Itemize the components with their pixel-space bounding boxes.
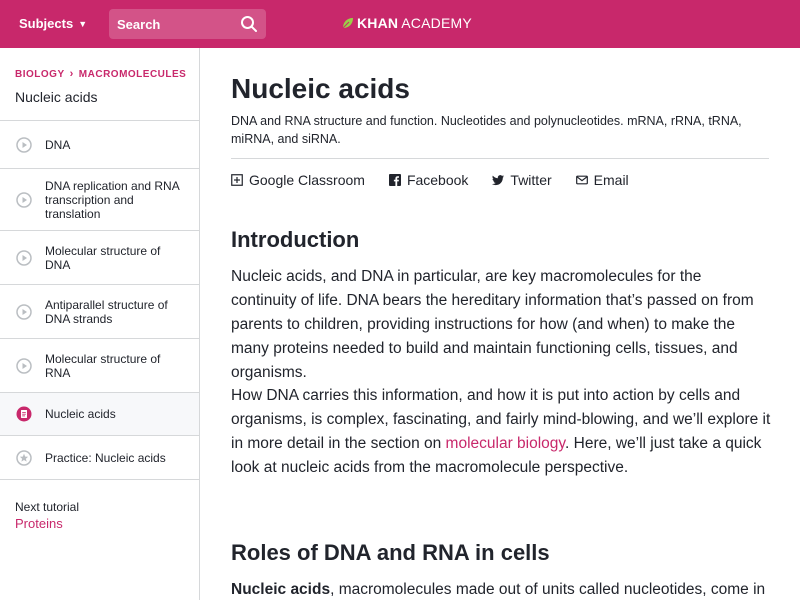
sidebar-item-practice[interactable]: Practice: Nucleic acids [0, 436, 199, 480]
intro-p2-text-before: How DNA carries this information, and ho… [231, 387, 771, 452]
breadcrumb: BIOLOGY › MACROMOLECULES [15, 68, 186, 80]
chevron-down-icon: ▼ [78, 19, 88, 29]
sidebar-item-dna-replication[interactable]: DNA replication and RNA transcription an… [0, 169, 199, 231]
sidebar-item-label: Antiparallel structure of DNA strands [45, 297, 168, 326]
google-classroom-icon [231, 174, 243, 186]
sidebar-item-label: Molecular structure of RNA [45, 351, 161, 380]
share-twitter-button[interactable]: Twitter [492, 172, 552, 188]
search-icon[interactable] [240, 15, 258, 33]
sidebar-item-label: DNA replication and RNA transcription an… [45, 178, 180, 221]
intro-paragraph-2: How DNA carries this information, and ho… [231, 384, 771, 480]
share-google-classroom-button[interactable]: Google Classroom [231, 172, 365, 188]
twitter-icon [492, 175, 505, 186]
chevron-right-icon: › [69, 68, 74, 80]
subjects-label: Subjects [19, 16, 74, 31]
star-icon [16, 449, 32, 466]
logo-academy-text: ACADEMY [401, 15, 472, 31]
share-label: Twitter [510, 172, 552, 188]
sidebar-item-label: Molecular structure of DNA [45, 243, 161, 272]
sidebar-item-nucleic-acids[interactable]: Nucleic acids [0, 393, 199, 436]
video-icon [16, 191, 32, 208]
breadcrumb-macromolecules[interactable]: MACROMOLECULES [78, 68, 187, 80]
sidebar-item-label: Practice: Nucleic acids [45, 450, 166, 465]
sidebar-item-molecular-structure-rna[interactable]: Molecular structure of RNA [0, 339, 199, 393]
next-tutorial-link[interactable]: Proteins [15, 516, 63, 531]
breadcrumb-biology[interactable]: BIOLOGY [15, 68, 65, 80]
share-label: Google Classroom [249, 172, 365, 188]
video-icon [16, 136, 32, 153]
introduction-heading: Introduction [231, 227, 360, 252]
sidebar-item-antiparallel-structure[interactable]: Antiparallel structure of DNA strands [0, 285, 199, 339]
roles-text: , macromolecules made out of units calle… [330, 581, 766, 598]
roles-heading: Roles of DNA and RNA in cells [231, 540, 550, 565]
intro-p2-text-after: . Here, we’ll just take a quick look at … [231, 435, 762, 476]
next-tutorial-label: Next tutorial [15, 500, 80, 514]
video-icon [16, 303, 32, 320]
share-email-button[interactable]: Email [575, 172, 629, 188]
molecular-biology-link[interactable]: molecular biology [445, 435, 566, 452]
facebook-icon [388, 174, 401, 186]
next-tutorial: Next tutorial Proteins [15, 500, 79, 531]
article-icon [16, 406, 32, 422]
video-icon [16, 357, 32, 374]
share-facebook-button[interactable]: Facebook [388, 172, 469, 188]
nucleic-acids-term: Nucleic acids [231, 581, 331, 598]
sidebar-item-dna[interactable]: DNA [0, 121, 199, 169]
leaf-icon [342, 18, 353, 29]
sidebar-title: Nucleic acids [15, 89, 98, 105]
tutorial-sidebar: BIOLOGY › MACROMOLECULES Nucleic acids D… [0, 48, 200, 600]
divider [231, 158, 769, 159]
share-label: Email [593, 172, 629, 188]
email-icon [575, 175, 588, 185]
intro-paragraph-1: Nucleic acids, and DNA in particular, ar… [231, 268, 754, 381]
search-box[interactable] [109, 9, 266, 39]
sidebar-item-label: Nucleic acids [45, 407, 116, 421]
logo-khan-text: KHAN [357, 15, 399, 31]
sidebar-item-label: DNA [45, 137, 71, 152]
search-input[interactable] [109, 16, 229, 32]
page-title: Nucleic acids [231, 73, 410, 104]
tutorial-item-list: DNA DNA replication and RNA transcriptio… [0, 120, 199, 480]
share-label: Facebook [406, 172, 469, 188]
page-description: DNA and RNA structure and function. Nucl… [231, 114, 742, 146]
share-bar: Google Classroom Facebook Twitter Email [231, 172, 653, 188]
video-icon [16, 249, 32, 266]
subjects-menu-button[interactable]: Subjects ▼ [19, 16, 87, 31]
sidebar-item-molecular-structure-dna[interactable]: Molecular structure of DNA [0, 231, 199, 285]
roles-paragraph: Nucleic acids, macromolecules made out o… [231, 578, 771, 600]
